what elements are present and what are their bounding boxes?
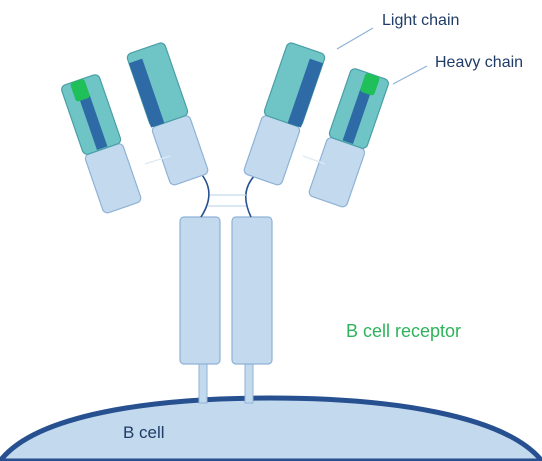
heavy-chain-constant-regions [179, 216, 273, 365]
light-chain-left-stripe [79, 95, 108, 151]
leader-line-heavy-chain [392, 65, 428, 85]
b-cell [0, 395, 542, 461]
fab-arm-right [243, 42, 389, 208]
stem-right [244, 360, 254, 404]
stem-left [198, 360, 208, 404]
light-chain-right [308, 68, 389, 208]
heavy-chain-right-constant [243, 115, 301, 186]
hinge-right [245, 174, 256, 218]
fab-arm-left [61, 42, 209, 214]
heavy-chain-left-constant [151, 115, 209, 186]
b-cell-body [0, 395, 542, 461]
heavy-chain-left-stripe [128, 58, 165, 128]
label-light-chain: Light chain [382, 12, 459, 29]
hinge-region [197, 169, 256, 218]
light-chain-right-constant [308, 137, 366, 208]
heavy-chain-right [243, 42, 326, 186]
light-chain-right-hypervariable [360, 73, 380, 96]
leader-lines [336, 27, 428, 85]
light-chain-left-constant [84, 143, 142, 214]
hinge-left [197, 169, 210, 218]
label-b-cell: B cell [123, 423, 165, 442]
label-heavy-chain: Heavy chain [435, 54, 523, 71]
heavy-chain-right-stripe [287, 58, 324, 128]
heavy-chain-left [126, 42, 209, 186]
leader-line-light-chain [336, 27, 374, 50]
light-chain-right-stripe [342, 89, 371, 145]
constant-region-right [231, 216, 273, 365]
constant-region-left [179, 216, 221, 365]
disulfide-bond-right [302, 155, 326, 165]
light-chain-left [61, 74, 142, 214]
light-chain-left-hypervariable [70, 79, 90, 102]
label-b-cell-receptor: B cell receptor [346, 321, 461, 341]
disulfide-bond-left [144, 155, 171, 165]
